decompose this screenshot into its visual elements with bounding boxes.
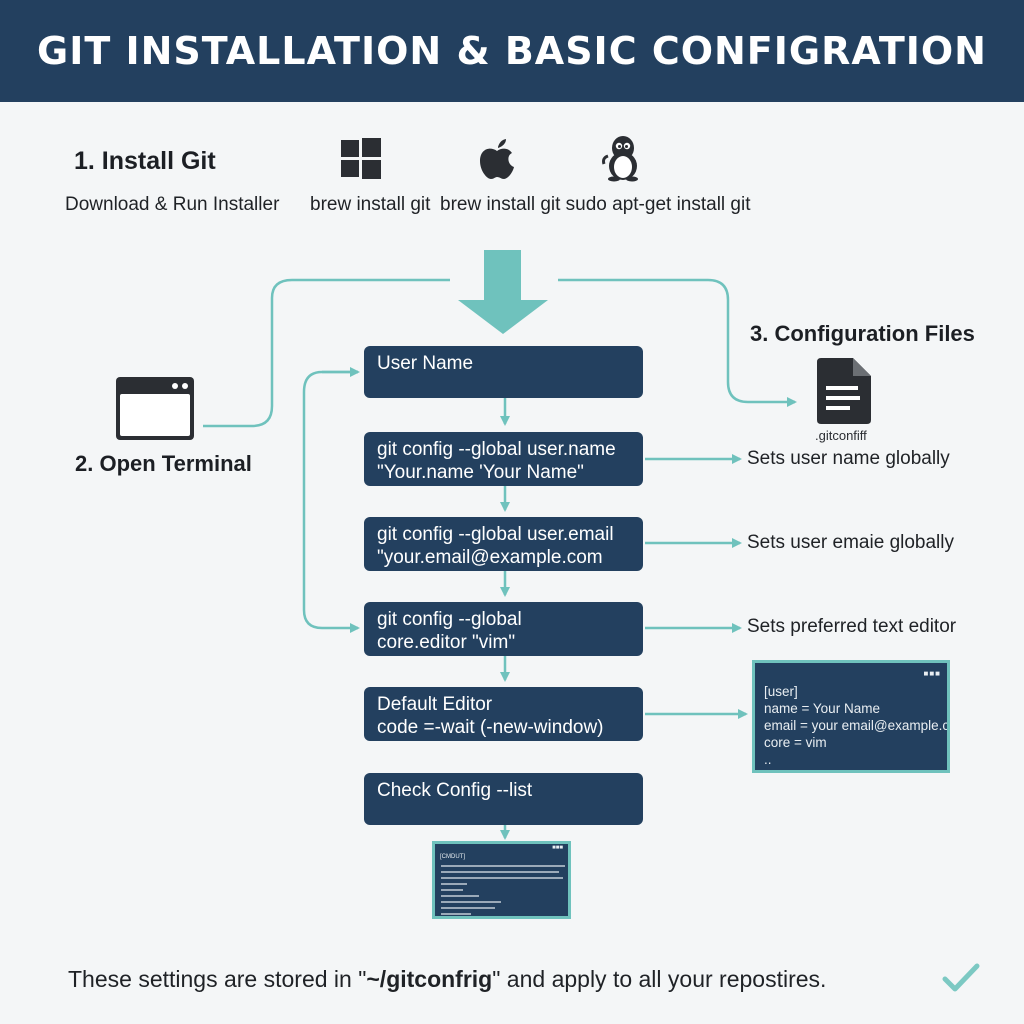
config-line: .. [764, 752, 772, 767]
output-line [441, 877, 563, 879]
config-line: name = Your Name [764, 701, 880, 716]
config-preview-window: ■■■ [user] name = Your Name email = your… [752, 660, 950, 773]
open-terminal-label: 2. Open Terminal [75, 451, 252, 476]
step-line: Check Config --list [377, 780, 533, 801]
config-line: core = vim [764, 735, 827, 750]
step-set-user-email: git config --global user.email "your.ema… [364, 517, 643, 571]
page-title: GIT INSTALLATION & BASIC CONFIGRATION [0, 0, 1024, 102]
output-line [441, 901, 501, 903]
windows-icon [341, 138, 381, 179]
mac-install-text: brew install git [310, 194, 431, 215]
note-user-name: Sets user name globally [747, 448, 950, 469]
step-line: "your.email@example.com [377, 547, 603, 568]
output-line [441, 889, 463, 891]
main-down-arrow [458, 250, 548, 334]
install-heading: 1. Install Git [74, 147, 216, 175]
window-controls-icon: ■■■ [923, 669, 941, 678]
note-user-email: Sets user emaie globally [747, 532, 954, 553]
linux-install-text: brew install git sudo apt-get install gi… [440, 194, 751, 215]
output-line [441, 907, 495, 909]
output-line [441, 895, 479, 897]
footer-note: These settings are stored in "~/gitconfr… [68, 966, 826, 993]
step-line: User Name [377, 353, 474, 374]
config-files-connector [558, 278, 797, 407]
loop-connector [302, 370, 360, 633]
footer-prefix: These settings are stored in " [68, 966, 367, 992]
step-set-user-name: git config --global user.name "Your.name… [364, 432, 643, 486]
note-editor: Sets preferred text editor [747, 616, 957, 637]
step-default-editor: Default Editor code =-wait (-new-window) [364, 687, 643, 741]
windows-install-text: Download & Run Installer [65, 194, 280, 215]
config-list-output-window: ■■■ [CMDUT] [432, 841, 571, 919]
output-line [441, 913, 471, 915]
config-preview-text: [user] name = Your Name email = your ema… [755, 675, 947, 768]
terminal-icon [116, 377, 194, 440]
checkmark-icon [942, 963, 980, 992]
step-line: core.editor "vim" [377, 632, 516, 653]
step-line: git config --global [377, 609, 522, 630]
output-line [441, 883, 467, 885]
step-line: git config --global user.email [377, 524, 614, 545]
footer-suffix: " and apply to all your repostires. [492, 966, 827, 992]
config-file-name: .gitconfiff [815, 428, 867, 443]
step-line: "Your.name 'Your Name" [377, 462, 584, 483]
step-line: Default Editor [377, 694, 493, 715]
linux-icon [602, 136, 638, 182]
window-controls-icon: ■■■ [552, 845, 563, 851]
footer-path: ~/gitconfrig [366, 966, 493, 992]
step-check-config: Check Config --list [364, 773, 643, 825]
step-line: git config --global user.name [377, 439, 616, 460]
file-icon [817, 358, 871, 424]
step-line: code =-wait (-new-window) [377, 717, 604, 738]
step-user-name: User Name [364, 346, 643, 398]
terminal-connector [203, 278, 450, 428]
config-line: [user] [764, 684, 798, 699]
step-set-editor: git config --global core.editor "vim" [364, 602, 643, 656]
config-files-heading: 3. Configuration Files [750, 321, 975, 346]
config-line: email = your email@example.com [764, 718, 950, 733]
window-titlebar: ■■■ [755, 663, 947, 678]
output-line [441, 871, 559, 873]
output-header: [CMDUT] [440, 854, 465, 860]
apple-icon [480, 139, 514, 179]
output-line [441, 865, 565, 867]
